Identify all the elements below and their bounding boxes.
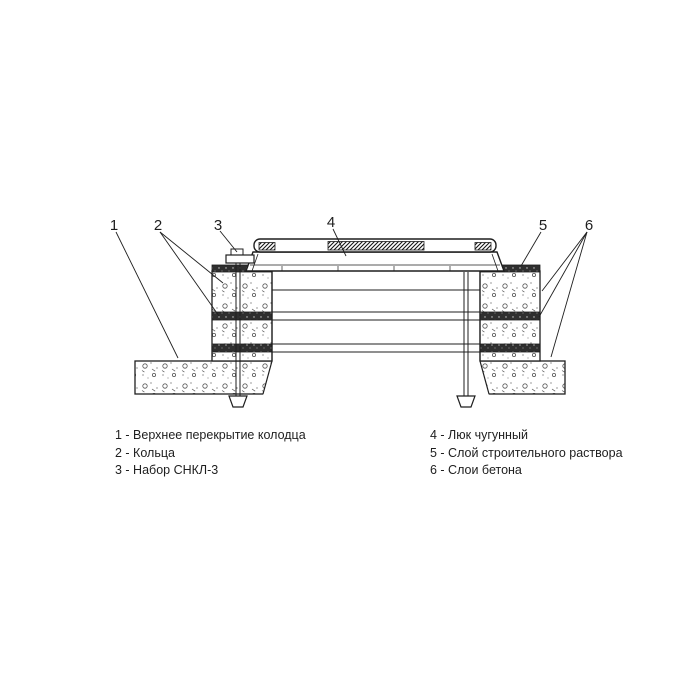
legend-item-6: 6 - Слои бетона xyxy=(430,463,522,477)
legend-left-column: 1 - Верхнее перекрытие колодца 2 - Кольц… xyxy=(115,427,306,480)
callout-5: 5 xyxy=(539,217,547,234)
callout-numbers: 1 2 3 4 5 6 xyxy=(110,214,593,234)
legend-item-4: 4 - Люк чугунный xyxy=(430,428,528,442)
callout-2: 2 xyxy=(154,217,162,234)
right-ring-wall xyxy=(479,264,541,362)
callout-4: 4 xyxy=(327,214,335,231)
callout-3: 3 xyxy=(214,217,222,234)
well-top-slab xyxy=(134,359,566,396)
legend-right-column: 4 - Люк чугунный 5 - Слой строительного … xyxy=(430,427,623,480)
shaft-interior-lines xyxy=(271,271,481,361)
legend-item-1: 1 - Верхнее перекрытие колодца xyxy=(115,428,306,442)
callout-leaders xyxy=(115,228,588,359)
snkl3-clamp-right xyxy=(456,272,476,408)
callout-6: 6 xyxy=(585,217,593,234)
cast-iron-hatch xyxy=(244,238,506,272)
legend-item-3: 3 - Набор СНКЛ-3 xyxy=(115,463,219,477)
left-ring-wall xyxy=(211,264,273,362)
callout-1: 1 xyxy=(110,217,118,234)
legend-item-5: 5 - Слой строительного раствора xyxy=(430,445,623,460)
legend-item-2: 2 - Кольца xyxy=(115,445,175,460)
